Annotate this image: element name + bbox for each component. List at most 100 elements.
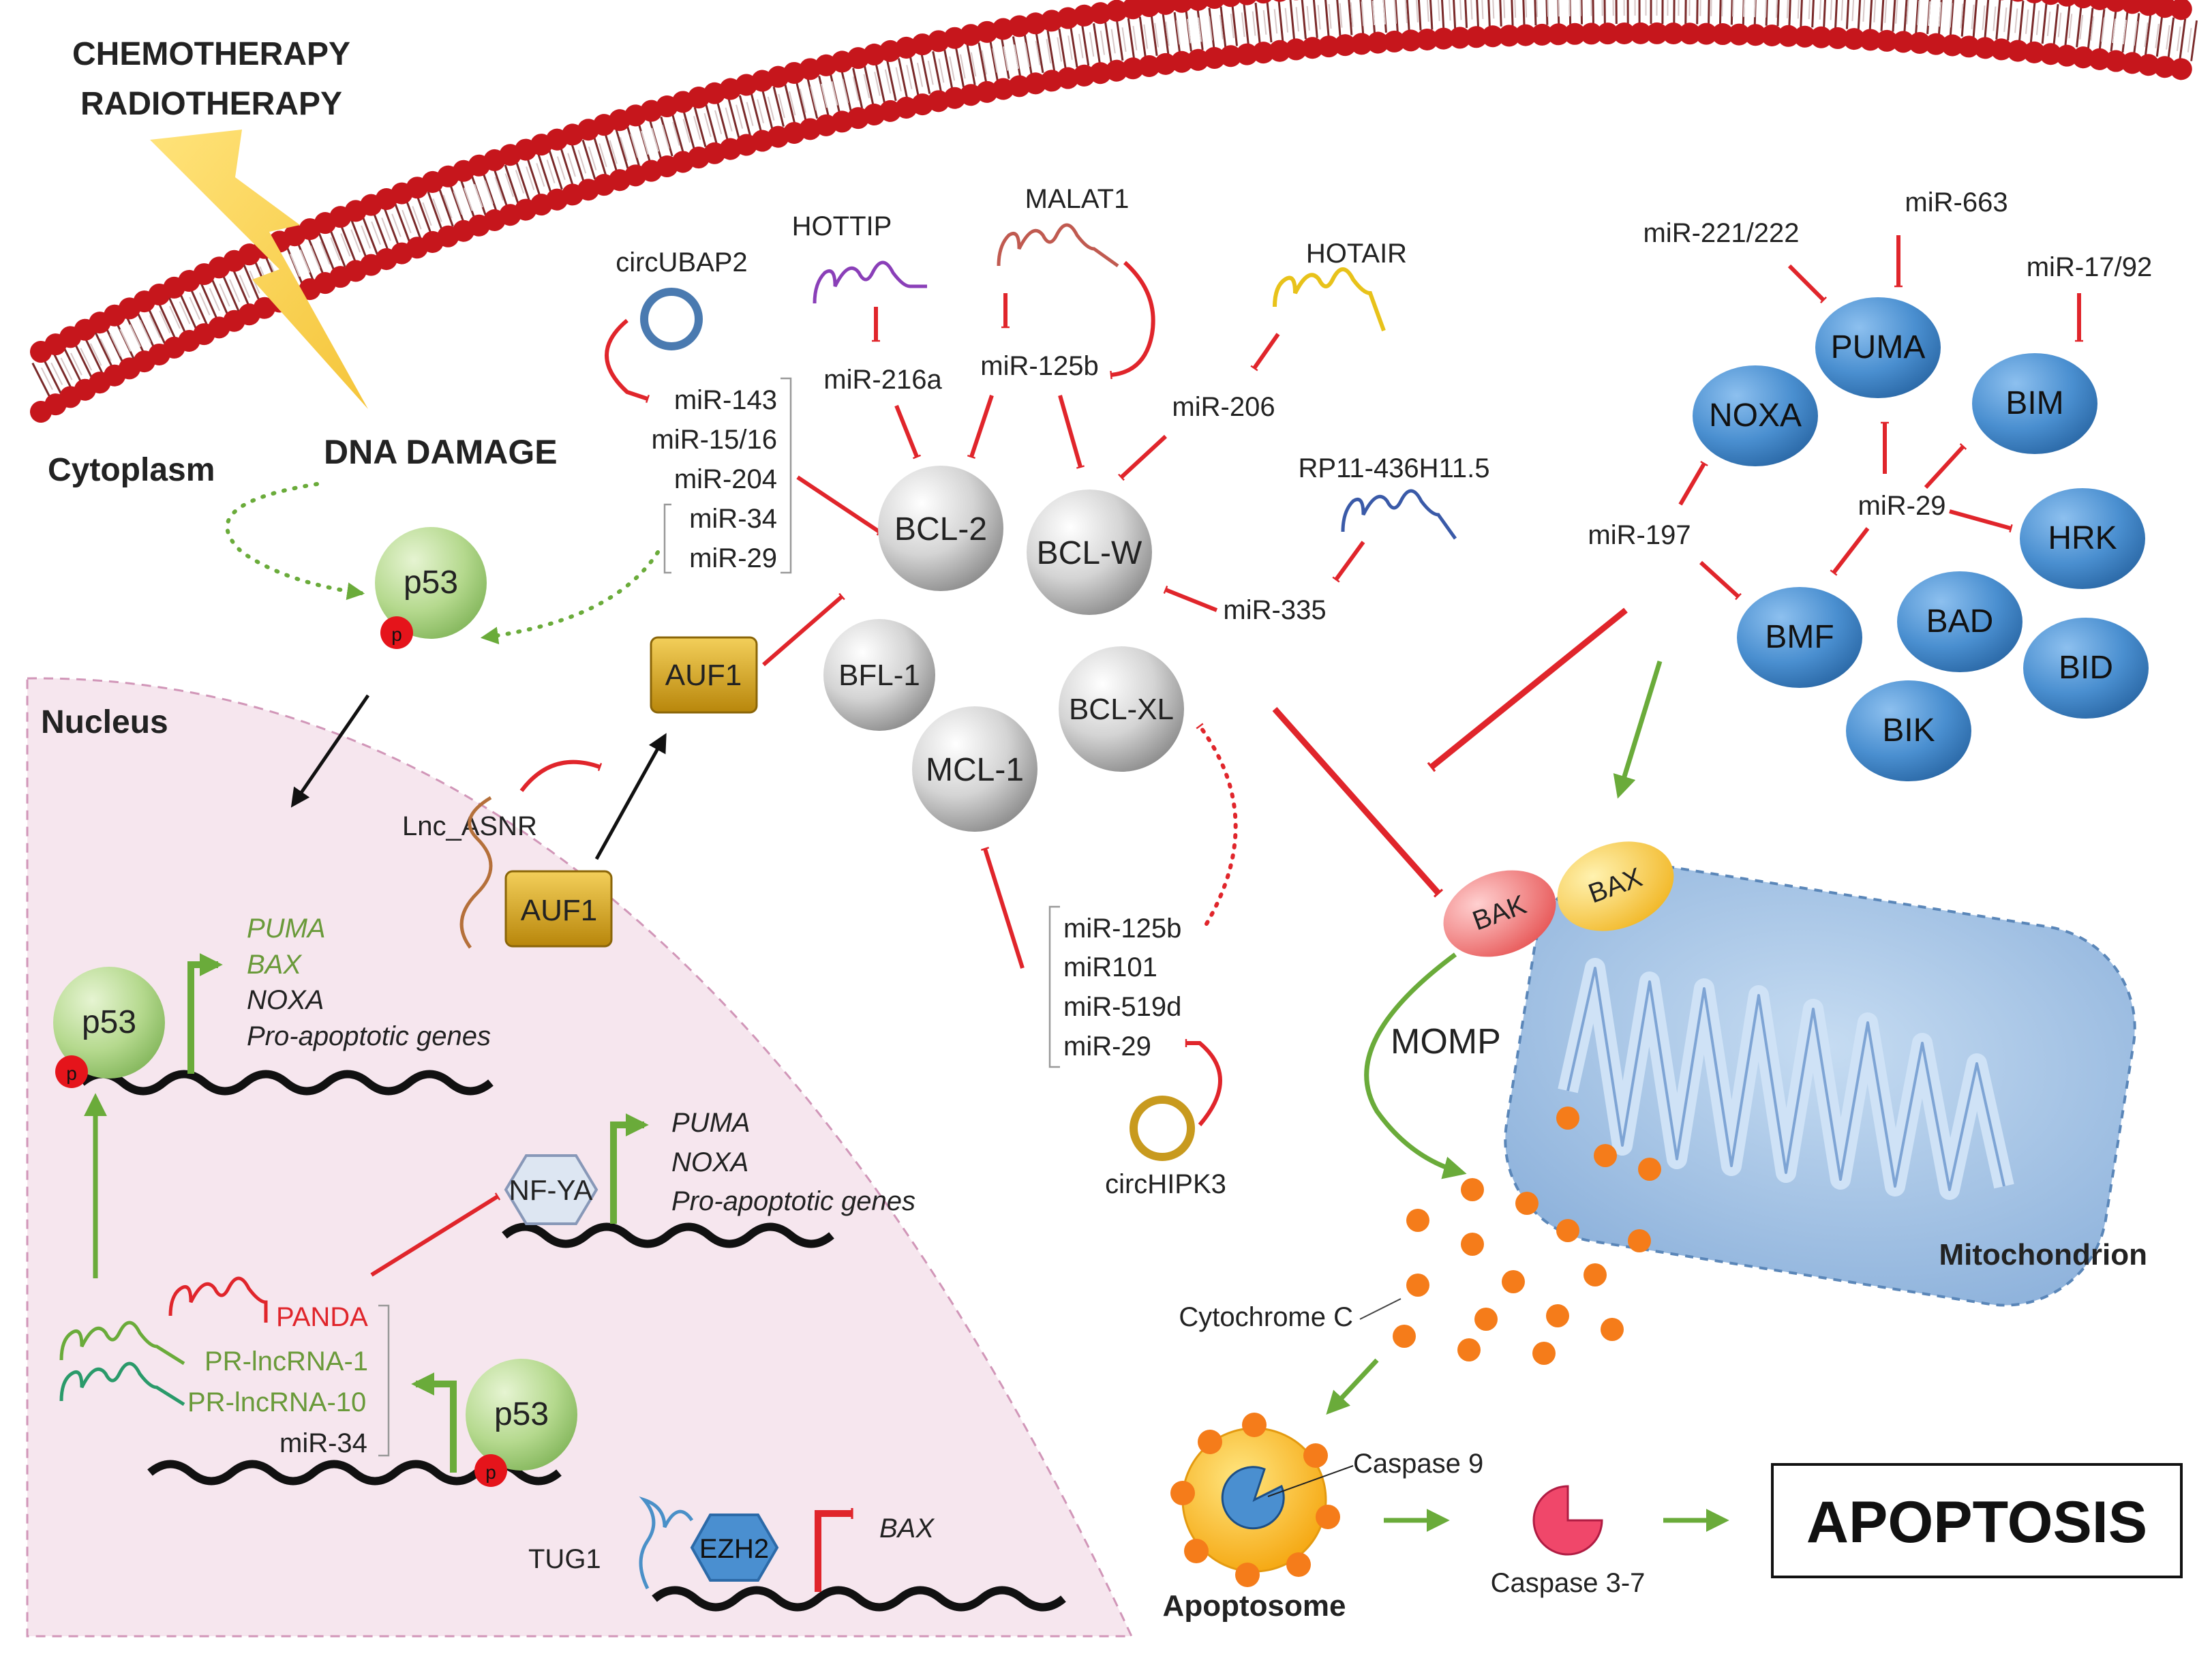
panda-label: PANDA xyxy=(276,1302,368,1332)
ezh2-label: EZH2 xyxy=(699,1534,769,1564)
auf1-cyto-label: AUF1 xyxy=(665,659,742,692)
panda-inhibits-nfya xyxy=(370,1192,501,1277)
p53-to-nucleus-arrow xyxy=(290,694,370,808)
caspase-3-7-label: Caspase 3-7 xyxy=(1491,1568,1646,1598)
caspase-9-pointer xyxy=(1267,1465,1354,1497)
cytoplasm-label: Cytoplasm xyxy=(48,452,215,488)
auf1-nuclear: AUF1 xyxy=(504,870,613,948)
pr-lncrna-1-icon xyxy=(59,1321,185,1366)
nfya-label: NF-YA xyxy=(509,1174,593,1206)
p53-nuclear-top xyxy=(53,967,165,1079)
caspase-3-7-icon xyxy=(1532,1485,1603,1556)
malat1-label: MALAT1 xyxy=(1025,184,1130,214)
bcl-xl-sphere xyxy=(1059,646,1184,772)
auf1-nuclear-label: AUF1 xyxy=(521,894,597,927)
tug1-label: TUG1 xyxy=(528,1544,601,1574)
nfya-target-pro: Pro-apoptotic genes xyxy=(671,1186,915,1216)
mir-group1-inhibits-bcl2 xyxy=(796,475,883,536)
mir206-inhibits-bclw xyxy=(1118,434,1168,481)
bmf-label: BMF xyxy=(1765,619,1834,655)
hotair-inhibits-mir206 xyxy=(1250,333,1280,372)
mir197-inhibits-noxa xyxy=(1678,460,1708,506)
phospho-nuclear-bottom xyxy=(474,1454,507,1487)
p53-target-pro: Pro-apoptotic genes xyxy=(247,1021,491,1051)
stimulus-line1: CHEMOTHERAPY xyxy=(72,36,350,72)
mir125b-inhibits-bclw xyxy=(1058,395,1085,469)
apoptosis-box xyxy=(1771,1463,2183,1578)
mir125b-inhibits-bcl2 xyxy=(967,395,994,460)
mir-125b-top-label: miR-125b xyxy=(980,351,1098,381)
mir-group1-sub-bracket xyxy=(663,503,671,574)
mcl-1-sphere xyxy=(912,706,1037,832)
lnc-asnr-rna-icon xyxy=(459,796,493,949)
phospho-nuclear-bottom-label: p xyxy=(485,1462,496,1483)
cell-membrane xyxy=(30,0,2206,423)
bid-label: BID xyxy=(2059,650,2113,686)
cytochrome-c-dots xyxy=(1393,1106,1661,1365)
mir-group1-bracket xyxy=(781,377,792,574)
rp11-rna-icon xyxy=(1341,489,1457,540)
bmf-ellipse xyxy=(1737,587,1862,688)
p53-nuclear-bottom xyxy=(466,1359,577,1471)
dna-damage-label: DNA DAMAGE xyxy=(324,433,558,471)
mir125b-inhibits-bclxl xyxy=(1196,723,1238,926)
mir-206-label: miR-206 xyxy=(1172,392,1275,422)
noxa-label: NOXA xyxy=(1709,397,1802,434)
mir29-inhibits-bmf xyxy=(1830,527,1870,576)
nucleus-label: Nucleus xyxy=(41,704,168,740)
pr-lncrna-1-label: PR-lncRNA-1 xyxy=(204,1346,368,1376)
puma-ellipse xyxy=(1815,297,1941,398)
mir-216a-label: miR-216a xyxy=(823,365,942,395)
mir-29-lower-label: miR-29 xyxy=(1063,1032,1151,1062)
circubap2-ring-icon xyxy=(640,288,703,350)
momp-label: MOMP xyxy=(1391,1022,1501,1062)
panda-rna-icon xyxy=(168,1276,268,1323)
mitochondrial-cristae-outline xyxy=(1566,967,2005,1191)
puma-label: PUMA xyxy=(1831,329,1926,365)
mir-204-label: miR-204 xyxy=(674,464,777,494)
apoptosis-label: APOPTOSIS xyxy=(1806,1490,2147,1555)
bcl-w-sphere xyxy=(1027,490,1152,615)
malat1-rna-icon xyxy=(997,223,1119,268)
mir-197-label: miR-197 xyxy=(1588,520,1691,550)
stimulus-line2: RADIOTHERAPY xyxy=(80,86,342,122)
bim-label: BIM xyxy=(2005,385,2063,421)
lncasnr-inhibits-auf1 xyxy=(519,759,603,792)
hottip-rna-icon xyxy=(813,260,927,304)
mir335-inhibits-bclw xyxy=(1163,585,1218,612)
hottip-label: HOTTIP xyxy=(792,211,892,241)
p53-target-puma: PUMA xyxy=(247,914,326,944)
auf1-inhibits-bcl2 xyxy=(762,592,845,667)
anti-apoptotic-inhibits-momp xyxy=(1272,707,1444,898)
mir197-inhibits-momp xyxy=(1427,607,1628,772)
mir-663-label: miR-663 xyxy=(1905,187,2008,217)
momp-arrow xyxy=(1364,952,1467,1179)
mir-221-222-label: miR-221/222 xyxy=(1643,218,1799,248)
auf1-cytoplasmic: AUF1 xyxy=(650,636,758,714)
tug1-rna-icon xyxy=(639,1496,694,1590)
mir216a-inhibits-bcl2 xyxy=(894,404,922,460)
phospho-cyto-label: p xyxy=(391,624,402,645)
nfya-target-noxa: NOXA xyxy=(671,1147,748,1177)
apoptosome xyxy=(1170,1413,1340,1587)
bid-ellipse xyxy=(2023,618,2149,719)
caspase-9-label: Caspase 9 xyxy=(1353,1449,1483,1479)
mirs-to-p53-arrow xyxy=(480,550,660,645)
p53-target-bax: BAX xyxy=(247,950,302,980)
bak-ellipse xyxy=(1443,870,1556,957)
malat1-loop-to-mir125b xyxy=(1110,260,1155,380)
dna-damage-to-p53-arrow xyxy=(225,482,365,601)
mir-125b-lower-label: miR-125b xyxy=(1063,914,1181,944)
mir-143-label: miR-143 xyxy=(674,385,777,415)
circhipk3-inhibits-mir29 xyxy=(1185,1039,1222,1126)
caspase-9-icon xyxy=(1221,1466,1285,1530)
bad-label: BAD xyxy=(1926,603,1994,639)
mir-29-bh3-label: miR-29 xyxy=(1858,491,1946,521)
bh3-activate-bak-bax xyxy=(1613,660,1663,799)
mir-17-92-label: miR-17/92 xyxy=(2027,252,2153,282)
mir-group2-inhibits-mcl1 xyxy=(980,847,1025,969)
apoptosome-label: Apoptosome xyxy=(1163,1589,1346,1623)
mir-29-cyto-label: miR-29 xyxy=(689,543,777,573)
